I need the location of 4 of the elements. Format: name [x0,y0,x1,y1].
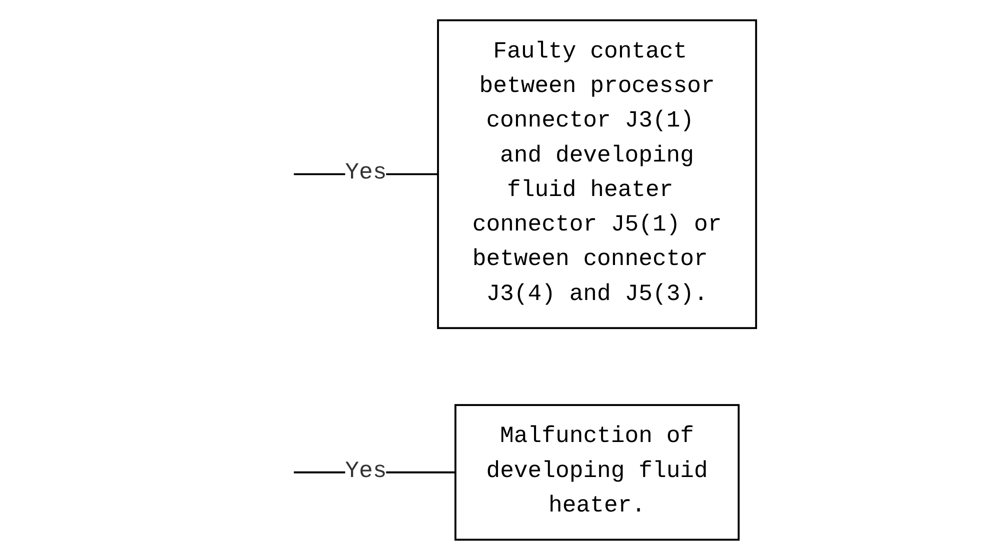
node-box: Faulty contact between processor connector J3(1) and developing fluid heater connector J5(1) or between connector J3(4) and J5(3). [436,19,757,330]
edge-label: Yes [344,160,387,186]
node-box: Malfunction of developing fluid heater. [454,404,740,541]
edge-label: Yes [344,458,387,485]
